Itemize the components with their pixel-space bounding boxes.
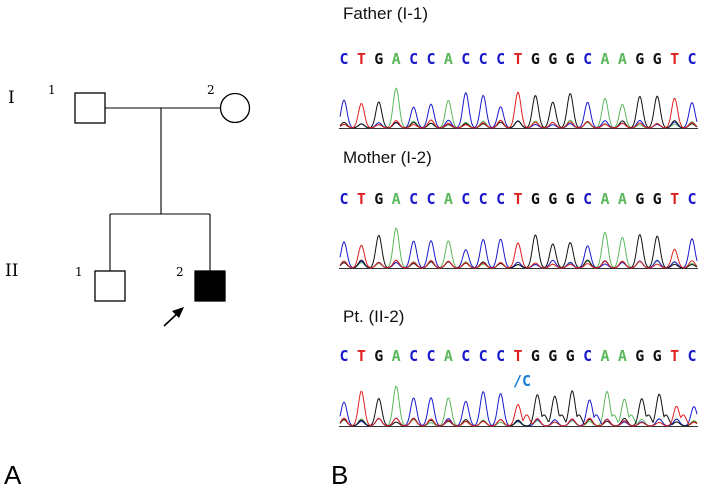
base-call: C	[687, 190, 696, 208]
trace-curve-t	[339, 390, 698, 427]
individual-number-I-1: 1	[48, 83, 56, 97]
trace-title: Mother (I-2)	[343, 148, 432, 167]
base-call: C	[479, 190, 488, 208]
base-call: A	[618, 50, 627, 68]
male-symbol-I-1	[74, 92, 106, 124]
base-call: C	[583, 190, 592, 208]
base-call: C	[496, 347, 505, 365]
base-call: G	[653, 190, 662, 208]
base-call: G	[635, 50, 644, 68]
base-call: A	[600, 50, 609, 68]
base-call: C	[339, 190, 348, 208]
base-call: G	[548, 50, 557, 68]
base-call: G	[374, 50, 383, 68]
base-call: T	[357, 190, 366, 208]
pedigree-panel: I II 1 2 1 2 A	[4, 83, 251, 490]
base-call: T	[670, 190, 679, 208]
base-call: T	[513, 347, 522, 365]
affected-male-symbol-II-2	[194, 270, 226, 302]
base-call: T	[357, 347, 366, 365]
trace-curve-g	[339, 390, 698, 427]
base-call: G	[531, 50, 540, 68]
base-call: C	[461, 190, 470, 208]
base-call: A	[392, 347, 401, 365]
base-call: C	[583, 50, 592, 68]
base-call: T	[670, 347, 679, 365]
panel-label-b: B	[331, 460, 348, 490]
base-call: C	[496, 190, 505, 208]
panel-label-a: A	[4, 460, 22, 490]
base-call: C	[461, 347, 470, 365]
base-call: G	[566, 347, 575, 365]
individual-number-I-2: 2	[207, 83, 215, 97]
base-call: A	[392, 190, 401, 208]
base-call: G	[374, 347, 383, 365]
proband-arrow-icon	[163, 307, 184, 327]
base-call: C	[496, 50, 505, 68]
base-call: C	[687, 50, 696, 68]
trace-curve-a	[339, 385, 698, 427]
trace-curve-t	[339, 91, 698, 129]
base-call: G	[531, 190, 540, 208]
base-call: G	[531, 347, 540, 365]
base-call: T	[513, 190, 522, 208]
generation-label-I: I	[8, 88, 15, 108]
base-call: A	[444, 190, 453, 208]
base-call: C	[426, 50, 435, 68]
base-call: C	[409, 190, 418, 208]
base-call: G	[566, 190, 575, 208]
base-call: A	[444, 50, 453, 68]
base-call: A	[392, 50, 401, 68]
trace-curve-t	[339, 242, 698, 269]
base-call: C	[409, 347, 418, 365]
base-call: T	[670, 50, 679, 68]
base-call: G	[635, 190, 644, 208]
base-call: G	[653, 50, 662, 68]
base-call: C	[461, 50, 470, 68]
generation-label-II: II	[5, 261, 18, 281]
individual-number-II-2: 2	[176, 265, 184, 279]
base-call: G	[566, 50, 575, 68]
base-call: T	[357, 50, 366, 68]
base-call: A	[600, 190, 609, 208]
trace-title: Father (I-1)	[343, 4, 428, 23]
base-call: C	[339, 50, 348, 68]
trace-curve-g	[339, 92, 698, 129]
base-call: C	[426, 347, 435, 365]
base-call: A	[600, 347, 609, 365]
base-call: C	[426, 190, 435, 208]
base-call: A	[444, 347, 453, 365]
base-call: C	[687, 347, 696, 365]
insertion-annotation: /C	[513, 372, 531, 390]
female-symbol-I-2	[219, 92, 251, 124]
base-call: C	[339, 347, 348, 365]
base-call: G	[635, 347, 644, 365]
trace-title: Pt. (II-2)	[343, 307, 404, 326]
male-symbol-II-1	[94, 270, 126, 302]
base-call: A	[618, 347, 627, 365]
individual-number-II-1: 1	[75, 265, 83, 279]
base-call: C	[479, 50, 488, 68]
base-call: C	[479, 347, 488, 365]
base-call: G	[548, 190, 557, 208]
base-call: G	[548, 347, 557, 365]
base-call: G	[374, 190, 383, 208]
base-call: C	[583, 347, 592, 365]
base-call: G	[653, 347, 662, 365]
base-call: T	[513, 50, 522, 68]
base-call: C	[409, 50, 418, 68]
base-call: A	[618, 190, 627, 208]
